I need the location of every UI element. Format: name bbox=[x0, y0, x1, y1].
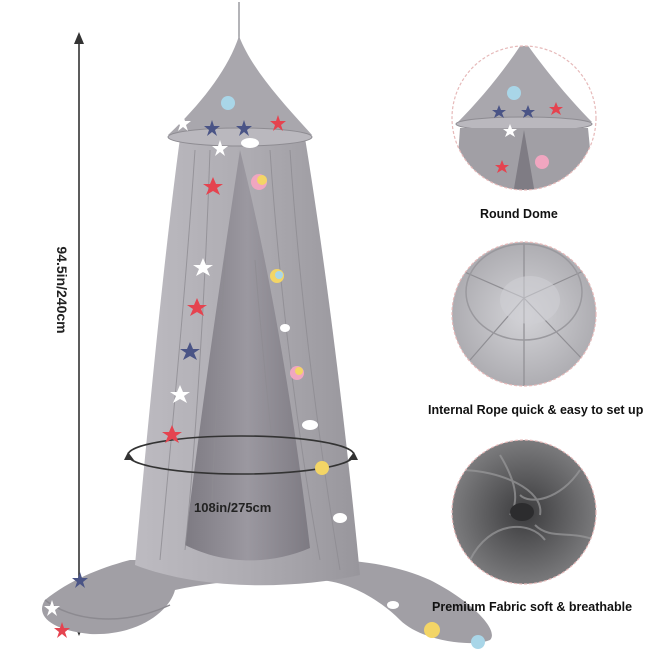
height-dimension-arrow bbox=[74, 32, 84, 636]
canopy-opening bbox=[185, 150, 310, 561]
caption-premium-fabric: Premium Fabric soft & breathable bbox=[432, 600, 633, 614]
balloon-decorations bbox=[221, 96, 485, 649]
caption-round-dome: Round Dome bbox=[480, 207, 558, 221]
height-text: 94.5in/240cm bbox=[54, 244, 70, 336]
internal-rope-view bbox=[451, 241, 597, 387]
star-garland bbox=[44, 115, 286, 638]
round-dome-closeup bbox=[451, 45, 597, 191]
circumference-label: 108in/275cm bbox=[194, 500, 272, 515]
canopy-floor-spread bbox=[42, 560, 492, 644]
fabric-swirl-closeup bbox=[451, 439, 597, 585]
canopy-dome bbox=[168, 36, 312, 135]
canopy-ring bbox=[167, 127, 313, 147]
caption-internal-rope: Internal Rope quick & easy to set up bbox=[428, 403, 644, 417]
